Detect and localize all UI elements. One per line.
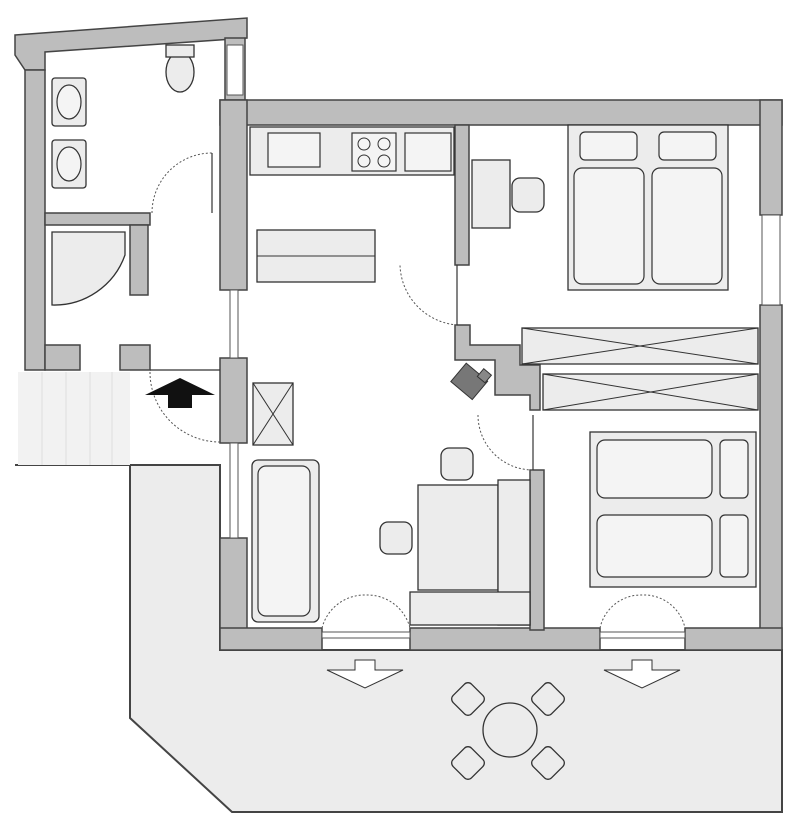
bathroom-top-wall [14,17,248,71]
stove-burners [357,137,391,168]
desk [471,159,511,229]
bed-1b-mattress [651,167,723,285]
bedroom1-left-wall [454,124,470,266]
shower-top-wall [44,212,151,226]
main-right-wall-lower [759,304,783,651]
living-window [321,631,411,639]
main-left-wall-mid [219,357,248,444]
bed-2b-mattress [596,514,713,578]
kitchen-sink [267,132,321,168]
door-bedroom1[interactable] [399,264,458,326]
sink-2-basin [56,146,82,182]
terrace-chair-3 [451,746,485,780]
kitchen-stove [351,132,397,172]
bed-2a-pillow [719,439,749,499]
main-bottom-wall-left [219,627,323,651]
terrace-exit-arrow-icon-2 [603,659,681,689]
terrace-chair-4 [531,746,565,780]
toilet-tank [165,44,195,58]
door-bedroom2[interactable] [477,414,534,471]
kitchen-cabinet [404,132,452,172]
bedroom2-window [599,631,686,639]
door-living-terrace[interactable] [321,594,411,629]
door-bathroom[interactable] [151,152,213,214]
main-right-wall-upper [759,99,783,216]
entry-bottom-wall-right [119,344,151,371]
toilet [165,51,195,93]
terrace-chair-1 [451,682,485,716]
left-window [229,442,239,539]
terrace-table [482,702,538,758]
door-bedroom2-terrace[interactable] [599,594,686,629]
entry-bottom-wall-left [44,344,81,371]
sink-1-basin [56,84,82,120]
bed-2b-pillow [719,514,749,578]
main-bottom-wall-right [684,627,783,651]
main-left-wall-upper [219,99,248,291]
terrace-chair-2 [531,682,565,716]
dining-chair-2 [379,521,413,555]
left-window-upper [229,289,239,359]
fireplace-stove [450,362,493,401]
bed-1a-pillow [579,131,638,161]
door-entrance[interactable] [149,371,221,443]
terrace-exit-arrow-icon-1 [326,659,404,689]
bathroom-left-wall [24,69,46,371]
corner-bench-bottom [409,591,531,626]
bedroom2-left-wall [529,469,545,631]
shower-right-wall [129,224,149,296]
dining-chair-1 [440,447,474,481]
central-wall [454,324,541,411]
bed-1a-mattress [573,167,645,285]
entrance-arrow-icon [145,378,215,408]
right-window [761,214,781,306]
bed-2a-mattress [596,439,713,499]
terrace [15,464,783,813]
shower [51,231,126,306]
main-top-wall [219,99,783,126]
bed-1b-pillow [658,131,717,161]
bathroom-window [226,44,244,96]
entrance-steps [18,372,130,465]
sofa-seat [257,465,311,617]
main-bottom-wall-mid [409,627,601,651]
entrance-step-lines [41,372,113,465]
desk-chair [511,177,545,213]
dining-table [417,484,499,591]
